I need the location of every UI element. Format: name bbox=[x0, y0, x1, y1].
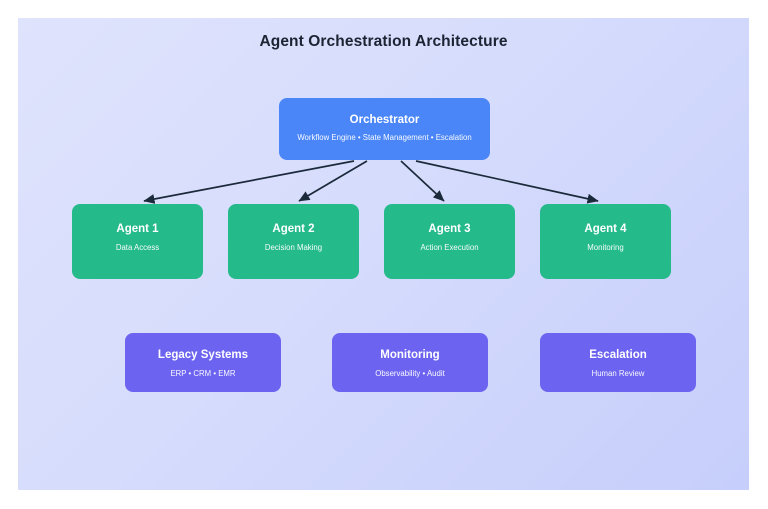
node-agent-2-title: Agent 2 bbox=[272, 223, 315, 235]
node-legacy-systems-title: Legacy Systems bbox=[157, 349, 249, 361]
arrow-orchestrator-to-agent-1 bbox=[143, 160, 355, 204]
node-agent-3-title: Agent 3 bbox=[428, 223, 471, 235]
node-agent-3-subtitle: Action Execution bbox=[420, 242, 479, 252]
node-escalation[interactable]: Escalation Human Review bbox=[540, 333, 696, 392]
node-agent-4-subtitle: Monitoring bbox=[587, 242, 624, 252]
node-agent-3[interactable]: Agent 3 Action Execution bbox=[384, 204, 515, 279]
node-agent-2[interactable]: Agent 2 Decision Making bbox=[228, 204, 359, 279]
node-monitoring[interactable]: Monitoring Observability • Audit bbox=[332, 333, 488, 392]
node-agent-4[interactable]: Agent 4 Monitoring bbox=[540, 204, 671, 279]
node-monitoring-title: Monitoring bbox=[380, 349, 440, 361]
arrow-orchestrator-to-agent-4 bbox=[415, 160, 599, 204]
arrow-orchestrator-to-agent-2 bbox=[298, 160, 368, 202]
node-agent-1-subtitle: Data Access bbox=[115, 242, 160, 252]
node-monitoring-subtitle: Observability • Audit bbox=[375, 368, 445, 378]
node-agent-4-title: Agent 4 bbox=[584, 223, 627, 235]
diagram-canvas: Agent Orchestration Architecture Orchest… bbox=[18, 18, 749, 490]
page-title: Agent Orchestration Architecture bbox=[259, 33, 508, 50]
node-agent-1[interactable]: Agent 1 Data Access bbox=[72, 204, 203, 279]
node-agent-1-title: Agent 1 bbox=[116, 223, 159, 235]
node-orchestrator-subtitle: Workflow Engine • State Management • Esc… bbox=[297, 132, 472, 142]
arrow-orchestrator-to-agent-3 bbox=[400, 160, 445, 202]
node-orchestrator[interactable]: Orchestrator Workflow Engine • State Man… bbox=[279, 98, 490, 160]
node-legacy-systems-subtitle: ERP • CRM • EMR bbox=[170, 368, 236, 378]
node-escalation-subtitle: Human Review bbox=[591, 368, 645, 378]
node-escalation-title: Escalation bbox=[589, 349, 647, 361]
node-legacy-systems[interactable]: Legacy Systems ERP • CRM • EMR bbox=[125, 333, 281, 392]
node-agent-2-subtitle: Decision Making bbox=[264, 242, 323, 252]
node-orchestrator-title: Orchestrator bbox=[349, 114, 420, 126]
